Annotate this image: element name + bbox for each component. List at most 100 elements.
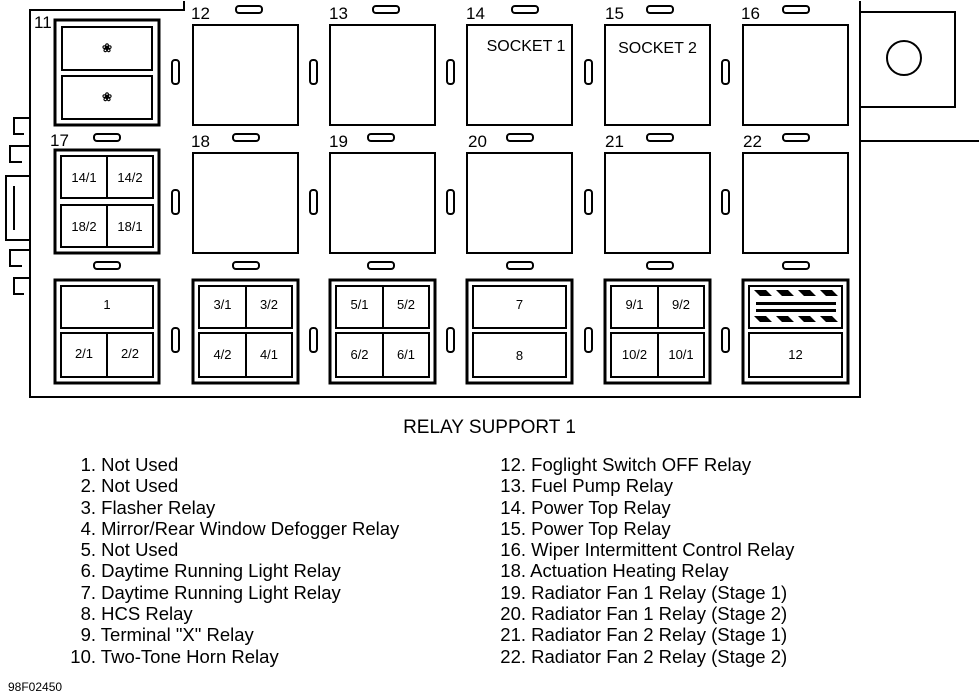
svg-text:❀: ❀ [102, 41, 112, 55]
legend-item-text: Flasher Relay [96, 496, 216, 518]
side-clip-upper [9, 117, 30, 163]
housing-outline [29, 1, 861, 398]
position-12-label: 12 [191, 4, 210, 23]
legend-item: 18. Actuation Heating Relay [490, 560, 794, 581]
socket-13 [329, 24, 436, 126]
fuse-block-17 [53, 148, 161, 255]
legend-item-number: 15. [500, 517, 526, 539]
legend-item-number: 9. [80, 624, 96, 646]
legend-item-text: Radiator Fan 1 Relay (Stage 2) [526, 603, 788, 625]
legend-item-number: 10. [70, 645, 96, 667]
fuse-label: 9/2 [671, 297, 691, 312]
fuse-label: 5/2 [396, 297, 416, 312]
fuse-label: 7 [515, 297, 524, 312]
mounting-hole [886, 40, 922, 76]
legend-item: 13. Fuel Pump Relay [490, 475, 794, 496]
legend-item-number: 13. [500, 475, 526, 497]
legend-item-text: Not Used [96, 454, 179, 475]
legend-item-number: 4. [80, 517, 96, 539]
legend-item: 22. Radiator Fan 2 Relay (Stage 2) [490, 646, 794, 667]
legend-item-text: Daytime Running Light Relay [96, 560, 341, 582]
diagram-title: RELAY SUPPORT 1 [403, 417, 576, 438]
legend-item-number: 12. [500, 454, 526, 475]
legend-item-number: 22. [500, 645, 526, 667]
legend-item: 12. Foglight Switch OFF Relay [490, 454, 794, 475]
socket-20 [466, 152, 573, 254]
legend-item: 4. Mirror/Rear Window Defogger Relay [62, 517, 400, 539]
legend-item-number: 21. [500, 624, 526, 646]
legend-item-number: 6. [80, 560, 96, 582]
svg-text:❀: ❀ [102, 90, 112, 104]
legend-item-text: Fuel Pump Relay [526, 475, 674, 497]
legend-item-number: 3. [80, 496, 96, 518]
fuse-label: 3/2 [259, 297, 279, 312]
legend-item-number: 19. [500, 581, 526, 603]
relay-support-diagram: ❀ ❀ [5, 1, 979, 398]
legend-item: 16. Wiper Intermittent Control Relay [490, 539, 794, 560]
position-11-label: 11 [34, 13, 52, 32]
position-17-label: 17 [50, 131, 69, 150]
fuse-block-5-6 [328, 278, 437, 385]
position-22-label: 22 [743, 132, 762, 151]
diode-pack [754, 290, 838, 322]
side-clip-lower [9, 249, 30, 295]
figure-code: 98F02450 [8, 680, 63, 694]
legend-item: 14. Power Top Relay [490, 497, 794, 518]
legend-item-number: 18. [500, 560, 526, 582]
fuse-block-3-4 [191, 278, 300, 385]
fuse-label: 5/1 [350, 297, 369, 312]
legend-item: 6. Daytime Running Light Relay [62, 560, 399, 581]
legend-item-text: Two-Tone Horn Relay [96, 645, 279, 667]
socket-18 [192, 152, 299, 254]
fuse-label: 12 [788, 347, 803, 362]
fuse-label: 9/1 [625, 297, 644, 312]
position-21-label: 21 [605, 132, 624, 151]
legend-item: 9. Terminal "X" Relay [62, 624, 399, 645]
position-14-label: 14 [466, 4, 485, 23]
socket-21 [604, 152, 711, 254]
mounting-bracket [860, 11, 956, 108]
legend-item-text: Not Used [96, 539, 179, 561]
fuse-label: 10/2 [621, 347, 648, 362]
legend-item-text: Foglight Switch OFF Relay [526, 454, 752, 475]
position-13-label: 13 [329, 4, 348, 23]
fuse-block-12 [741, 278, 850, 385]
legend-item: 7. Daytime Running Light Relay [62, 582, 399, 603]
legend-item-number: 16. [500, 539, 526, 561]
legend-item-number: 20. [500, 603, 526, 625]
legend-item-number: 7. [80, 581, 96, 603]
legend-item: 20. Radiator Fan 1 Relay (Stage 2) [490, 603, 794, 624]
fuse-label: 6/2 [350, 347, 369, 362]
legend-item-text: Radiator Fan 2 Relay (Stage 2) [526, 645, 788, 667]
socket-14 [466, 24, 573, 126]
socket-12 [192, 24, 299, 126]
side-clip-middle [5, 175, 30, 241]
legend-item-text: Power Top Relay [526, 517, 671, 539]
legend-item-text: Not Used [96, 475, 179, 497]
cell-side-tabs [171, 59, 730, 353]
legend-item-number: 2. [80, 475, 96, 497]
socket-22 [742, 152, 849, 254]
fuse-label: 18/2 [71, 219, 97, 234]
fuse-block-7-8 [465, 278, 574, 385]
legend-item: 5. Not Used [62, 539, 399, 560]
legend-item: 15. Power Top Relay [490, 518, 794, 539]
fuse-label: 14/1 [71, 170, 97, 185]
socket-1-label: SOCKET 1 [486, 38, 566, 55]
legend-item: 21. Radiator Fan 2 Relay (Stage 1) [490, 624, 794, 645]
fuse-label: 14/2 [117, 170, 143, 185]
legend-item-text: Wiper Intermittent Control Relay [526, 539, 795, 561]
cell-tabs [93, 5, 810, 270]
legend-item-text: Radiator Fan 2 Relay (Stage 1) [526, 624, 788, 646]
legend-item-text: HCS Relay [96, 603, 193, 625]
position-11 [53, 18, 161, 127]
fuse-label: 2/2 [120, 346, 140, 361]
fuse-block-1-2 [53, 278, 161, 385]
legend-item: 19. Radiator Fan 1 Relay (Stage 1) [490, 582, 794, 603]
legend-item-text: Terminal "X" Relay [96, 624, 254, 646]
fuse-label: 8 [515, 348, 524, 363]
legend-item: 2. Not Used [62, 475, 399, 496]
legend-item: 8. HCS Relay [62, 603, 399, 624]
legend-item-number: 1. [80, 454, 96, 475]
